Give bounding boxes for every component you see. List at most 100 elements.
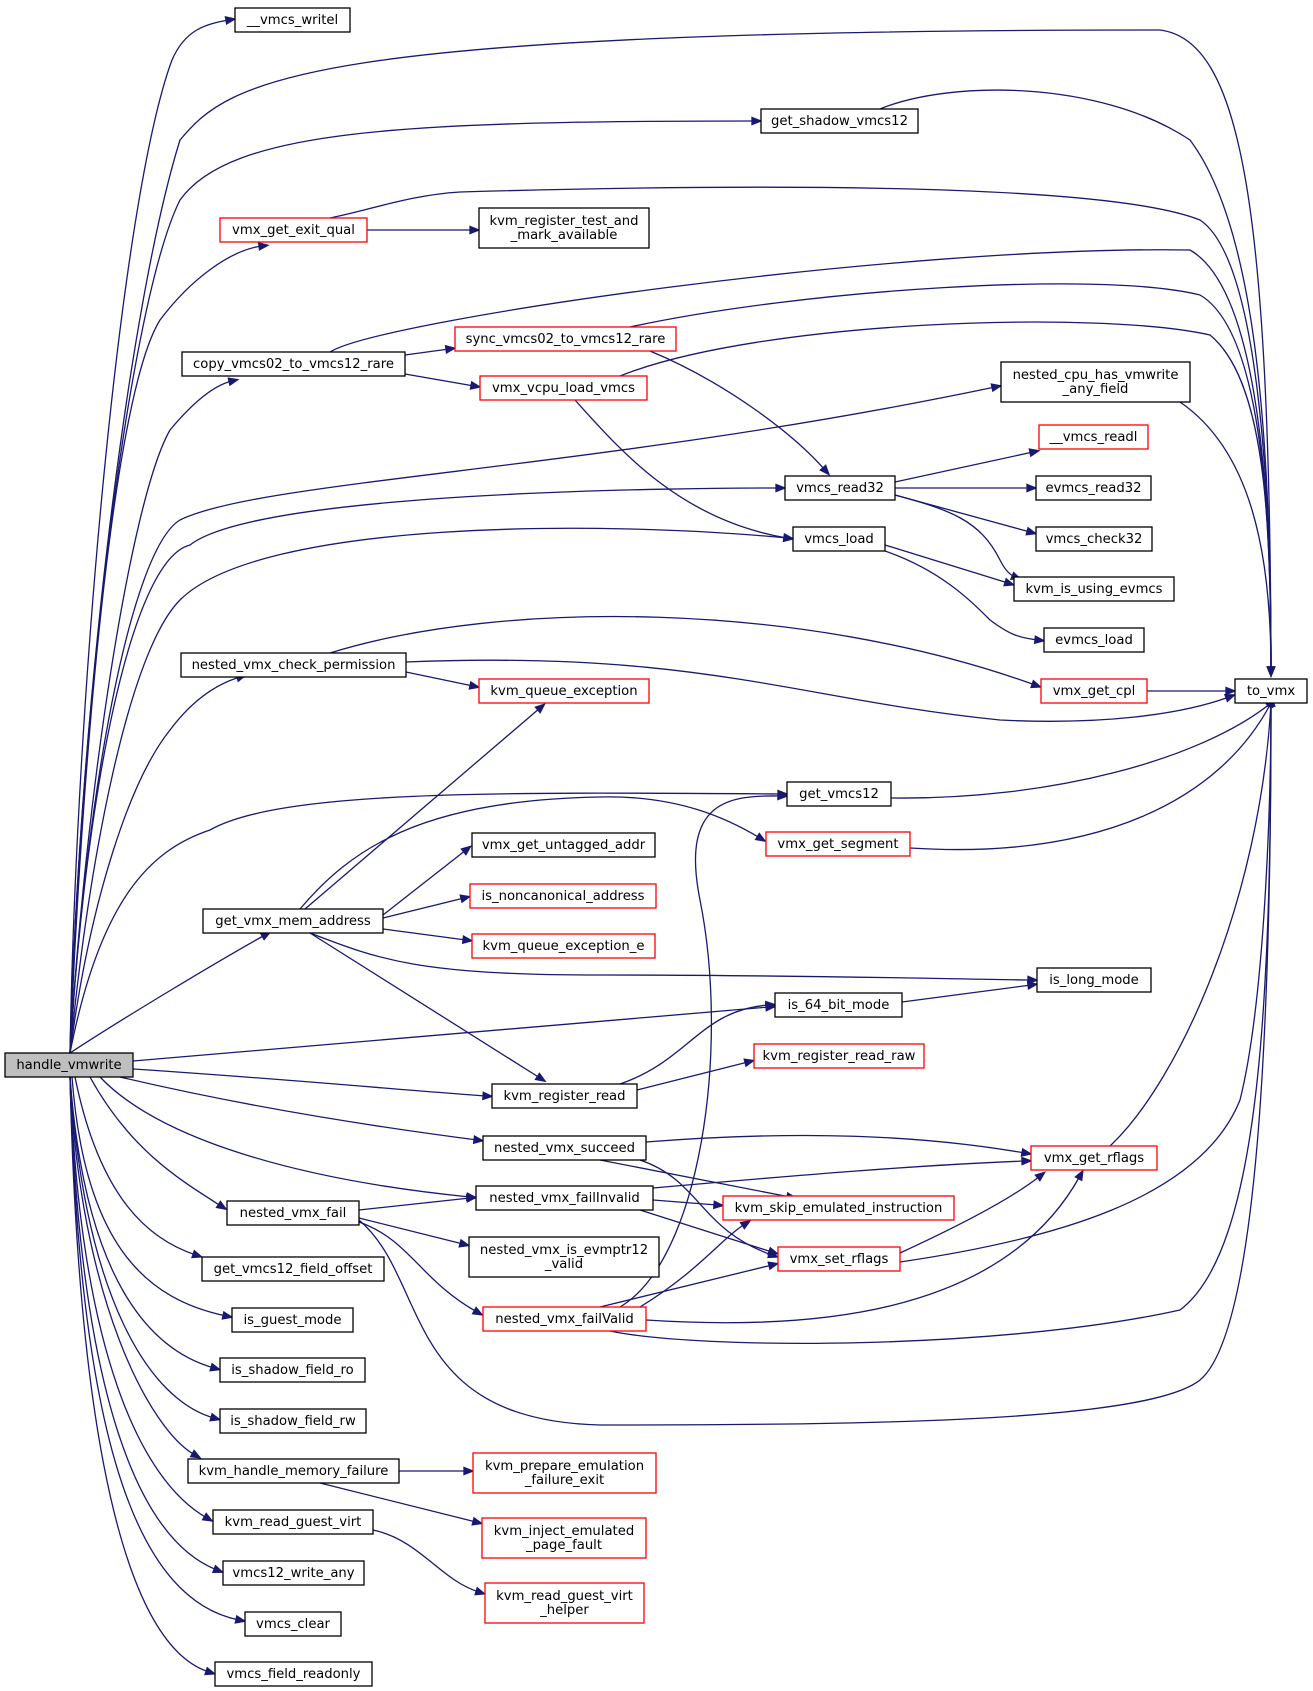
node-__vmcs_readl[interactable]: __vmcs_readl: [1038, 424, 1149, 450]
node-vmcs_load[interactable]: vmcs_load: [792, 526, 886, 552]
node-is_guest_mode[interactable]: is_guest_mode: [231, 1307, 354, 1333]
node-kvm_handle_memory_failure[interactable]: kvm_handle_memory_failure: [187, 1458, 400, 1484]
node-get_vmcs12_field_offset[interactable]: get_vmcs12_field_offset: [201, 1256, 385, 1282]
edge-nested_vmx_fail-to-nested_vmx_failValid: [358, 1221, 484, 1316]
node-vmx_vcpu_load_vmcs[interactable]: vmx_vcpu_load_vmcs: [479, 375, 648, 401]
node-vmx_set_rflags[interactable]: vmx_set_rflags: [777, 1246, 901, 1272]
edge-get_vmx_mem_address-to-kvm_queue_exception_e: [382, 928, 474, 945]
node-label: nested_vmx_is_evmptr12: [480, 1243, 648, 1258]
node-kvm_register_read[interactable]: kvm_register_read: [491, 1083, 638, 1109]
node-nested_vmx_failValid[interactable]: nested_vmx_failValid: [482, 1306, 647, 1332]
node-vmcs_read32[interactable]: vmcs_read32: [784, 475, 896, 501]
edge-handle_vmwrite-to-vmcs_field_readonly: [69, 1076, 217, 1676]
node-nested_vmx_check_permission[interactable]: nested_vmx_check_permission: [180, 652, 407, 678]
node-label: vmx_get_segment: [777, 837, 898, 852]
node-kvm_register_read_raw[interactable]: kvm_register_read_raw: [753, 1043, 925, 1069]
node-vmx_get_segment[interactable]: vmx_get_segment: [765, 831, 911, 857]
edge-nested_vmx_failInvalid-to-vmx_set_rflags: [639, 1209, 780, 1256]
node-kvm_inject_emulated_page_fault[interactable]: kvm_inject_emulated_page_fault: [481, 1517, 647, 1559]
edge-vmcs_read32-to-kvm_is_using_evmcs: [894, 494, 1023, 580]
node-label: handle_vmwrite: [16, 1058, 121, 1073]
node-label: is_shadow_field_ro: [231, 1363, 354, 1378]
node-is_shadow_field_ro[interactable]: is_shadow_field_ro: [219, 1357, 366, 1383]
arrowhead: [1074, 1169, 1084, 1182]
arrowhead: [743, 1058, 756, 1068]
edge-handle_vmwrite-to-vmcs_read32: [69, 483, 787, 1054]
node-label: is_64_bit_mode: [788, 998, 890, 1013]
node-vmcs_field_readonly[interactable]: vmcs_field_readonly: [214, 1661, 373, 1687]
node-get_vmcs12[interactable]: get_vmcs12: [786, 781, 892, 807]
node-get_vmx_mem_address[interactable]: get_vmx_mem_address: [202, 908, 384, 934]
node-kvm_is_using_evmcs[interactable]: kvm_is_using_evmcs: [1013, 576, 1175, 602]
node-label: is_guest_mode: [243, 1313, 341, 1328]
edge-vmx_vcpu_load_vmcs-to-vmcs_load: [574, 399, 795, 542]
arrowhead: [775, 483, 787, 493]
edge-nested_vmx_failValid-to-kvm_skip_emulated_instruction: [639, 1219, 752, 1308]
node-evmcs_read32[interactable]: evmcs_read32: [1035, 475, 1152, 501]
edge-vmcs_read32-to-__vmcs_readl: [894, 448, 1041, 483]
node-kvm_queue_exception[interactable]: kvm_queue_exception: [478, 678, 650, 704]
edge-handle_vmwrite-to-is_shadow_field_ro: [69, 1076, 222, 1372]
arrowhead: [459, 894, 472, 904]
arrowhead: [819, 464, 831, 476]
node-vmx_get_rflags[interactable]: vmx_get_rflags: [1030, 1145, 1158, 1171]
node-kvm_prepare_emulation_failure_exit[interactable]: kvm_prepare_emulation_failure_exit: [472, 1452, 657, 1494]
arrowhead: [227, 377, 240, 387]
arrowhead: [754, 832, 767, 843]
arrowhead: [1034, 1171, 1047, 1182]
arrowhead: [460, 845, 473, 856]
node-vmx_get_exit_qual[interactable]: vmx_get_exit_qual: [219, 217, 368, 243]
node-is_noncanonical_address[interactable]: is_noncanonical_address: [469, 883, 657, 909]
arrowhead: [712, 1200, 725, 1210]
node-kvm_skip_emulated_instruction[interactable]: kvm_skip_emulated_instruction: [722, 1195, 955, 1221]
arrowhead: [1026, 980, 1039, 991]
edge-sync_vmcs02_to_vmcs12_rare-to-to_vmx: [629, 283, 1276, 678]
edge-copy_vmcs02_to_vmcs12_rare-to-to_vmx: [329, 249, 1276, 678]
node-label: vmx_set_rflags: [790, 1252, 889, 1267]
arrowhead: [739, 1219, 752, 1230]
node-is_64_bit_mode[interactable]: is_64_bit_mode: [774, 992, 903, 1018]
node-vmcs_clear[interactable]: vmcs_clear: [244, 1611, 342, 1637]
node-nested_vmx_fail[interactable]: nested_vmx_fail: [226, 1200, 360, 1226]
node-label: vmcs_read32: [796, 481, 884, 496]
node-is_shadow_field_rw[interactable]: is_shadow_field_rw: [219, 1408, 367, 1434]
node-kvm_queue_exception_e[interactable]: kvm_queue_exception_e: [471, 933, 656, 959]
node-__vmcs_writel[interactable]: __vmcs_writel: [234, 7, 351, 33]
edge-handle_vmwrite-to-vmcs12_write_any: [69, 1076, 225, 1573]
node-label: kvm_register_test_and: [489, 214, 638, 229]
node-label: kvm_handle_memory_failure: [199, 1464, 389, 1479]
node-nested_vmx_succeed[interactable]: nested_vmx_succeed: [482, 1135, 647, 1161]
node-copy_vmcs02_to_vmcs12_rare[interactable]: copy_vmcs02_to_vmcs12_rare: [181, 351, 406, 377]
edge-nested_vmx_failValid-to-vmx_set_rflags: [599, 1261, 780, 1308]
node-label: vmx_get_cpl: [1053, 684, 1136, 699]
arrowhead: [1021, 1156, 1033, 1166]
node-kvm_register_test_and_mark_available[interactable]: kvm_register_test_and_mark_available: [478, 207, 650, 249]
node-handle_vmwrite[interactable]: handle_vmwrite: [4, 1052, 134, 1078]
edge-handle_vmwrite-to-__vmcs_writel: [69, 16, 237, 1054]
arrowhead: [764, 1000, 777, 1010]
node-get_shadow_vmcs12[interactable]: get_shadow_vmcs12: [760, 108, 919, 134]
node-kvm_read_guest_virt_helper[interactable]: kvm_read_guest_virt_helper: [484, 1582, 645, 1624]
node-vmcs_check32[interactable]: vmcs_check32: [1035, 526, 1153, 552]
node-kvm_read_guest_virt[interactable]: kvm_read_guest_virt: [212, 1509, 374, 1535]
node-nested_cpu_has_vmwrite_any_field[interactable]: nested_cpu_has_vmwrite_any_field: [1000, 361, 1191, 403]
arrowhead: [234, 1614, 247, 1624]
node-nested_vmx_is_evmptr12_valid[interactable]: nested_vmx_is_evmptr12_valid: [468, 1236, 660, 1278]
node-to_vmx[interactable]: to_vmx: [1234, 678, 1308, 704]
arrowhead: [1020, 1147, 1033, 1157]
node-label: vmcs12_write_any: [232, 1566, 354, 1581]
node-vmcs12_write_any[interactable]: vmcs12_write_any: [222, 1560, 365, 1586]
edge-handle_vmwrite-to-nested_vmx_succeed: [119, 1076, 485, 1145]
arrowhead: [990, 383, 1003, 393]
node-vmx_get_cpl[interactable]: vmx_get_cpl: [1040, 678, 1148, 704]
node-nested_vmx_failInvalid[interactable]: nested_vmx_failInvalid: [475, 1185, 654, 1211]
edge-handle_vmwrite-to-vmcs_load: [69, 527, 795, 1054]
node-sync_vmcs02_to_vmcs12_rare[interactable]: sync_vmcs02_to_vmcs12_rare: [454, 326, 677, 352]
edge-kvm_register_read-to-kvm_register_read_raw: [636, 1058, 756, 1091]
node-label: is_shadow_field_rw: [230, 1414, 356, 1429]
node-evmcs_load[interactable]: evmcs_load: [1043, 627, 1145, 653]
node-vmx_get_untagged_addr[interactable]: vmx_get_untagged_addr: [471, 832, 656, 858]
node-is_long_mode[interactable]: is_long_mode: [1036, 967, 1152, 993]
node-label: vmcs_check32: [1046, 532, 1143, 547]
node-label: is_noncanonical_address: [481, 889, 644, 904]
